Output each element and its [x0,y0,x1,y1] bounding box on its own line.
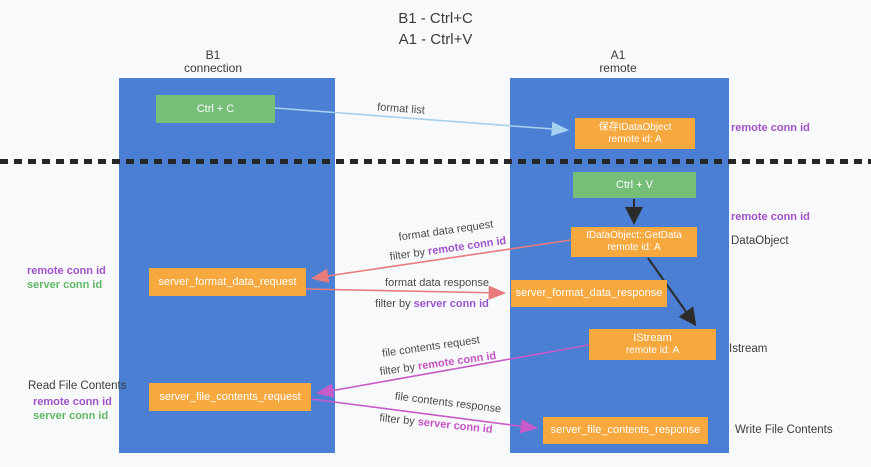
filter-prefix: filter by [379,360,419,379]
left-remote-conn-id-mid-label: remote conn id [27,265,106,277]
server-format-data-request-box: server_format_data_request [149,268,306,296]
dashed-separator-line [0,159,871,164]
server-conn-id-emphasis: server conn id [417,416,494,436]
ctrl-v-label: Ctrl + V [616,178,653,191]
idataobject-getdata-box: IDataObject::GetData remote id: A [571,227,697,257]
filter-prefix: filter by [378,412,419,429]
server-file-contents-request-label: server_file_contents_request [159,390,301,403]
right-column-subtitle: remote [599,61,637,75]
server-format-data-response-box: server_format_data_response [511,280,667,307]
left-server-conn-id-mid-label: server conn id [27,279,103,291]
filter-prefix: filter by [389,245,429,264]
server-file-contents-response-box: server_file_contents_response [543,417,708,444]
file-contents-response-filter-label: filter by server conn id [379,412,493,436]
left-server-conn-id-bottom-label: server conn id [33,410,109,422]
left-column-header: B1 connection [133,49,293,75]
read-file-contents-label: Read File Contents [28,380,127,392]
title-line-1: B1 - Ctrl+C [398,10,473,27]
left-column-name: B1 [205,48,221,62]
istream-line1: IStream [633,332,672,344]
istream-side-label: Istream [729,343,768,355]
left-column-subtitle: connection [183,61,243,75]
right-column-name: A1 [610,48,626,62]
filter-prefix: filter by [375,298,414,310]
ctrl-v-box: Ctrl + V [573,172,696,198]
server-format-data-request-label: server_format_data_request [158,275,297,288]
server-file-contents-request-box: server_file_contents_request [149,383,311,411]
right-remote-conn-id-top-label: remote conn id [731,122,810,134]
file-contents-response-label: file contents response [394,390,502,416]
title-line-2: A1 - Ctrl+V [398,31,473,48]
server-format-data-response-label: server_format_data_response [515,287,663,299]
diagram-title: B1 - Ctrl+C A1 - Ctrl+V [0,8,871,50]
getdata-line1: IDataObject::GetData [586,230,682,241]
save-idataobject-box: 保存IDataObject remote id: A [575,118,695,149]
ctrl-c-box: Ctrl + C [156,95,275,123]
istream-box: IStream remote id: A [589,329,716,360]
format-data-response-label: format data response [385,277,489,289]
left-remote-conn-id-bottom-label: remote conn id [33,396,112,408]
istream-line2: remote id: A [625,345,680,356]
right-column-header: A1 remote [538,49,698,75]
right-remote-conn-id-mid-label: remote conn id [731,211,810,223]
getdata-line2: remote id: A [607,242,661,253]
write-file-contents-label: Write File Contents [735,424,833,436]
save-idataobject-line2: remote id: A [608,133,662,145]
server-conn-id-emphasis: server conn id [413,298,489,310]
format-list-label: format list [376,101,426,117]
server-file-contents-response-label: server_file_contents_response [550,424,701,436]
save-idataobject-line1: 保存IDataObject [598,121,672,133]
dataobject-label: DataObject [731,235,789,247]
format-data-response-filter-label: filter by server conn id [375,298,489,310]
ctrl-c-label: Ctrl + C [196,102,235,115]
remote-conn-id-emphasis: remote conn id [427,234,507,258]
arrow-format-data-response [305,285,507,300]
